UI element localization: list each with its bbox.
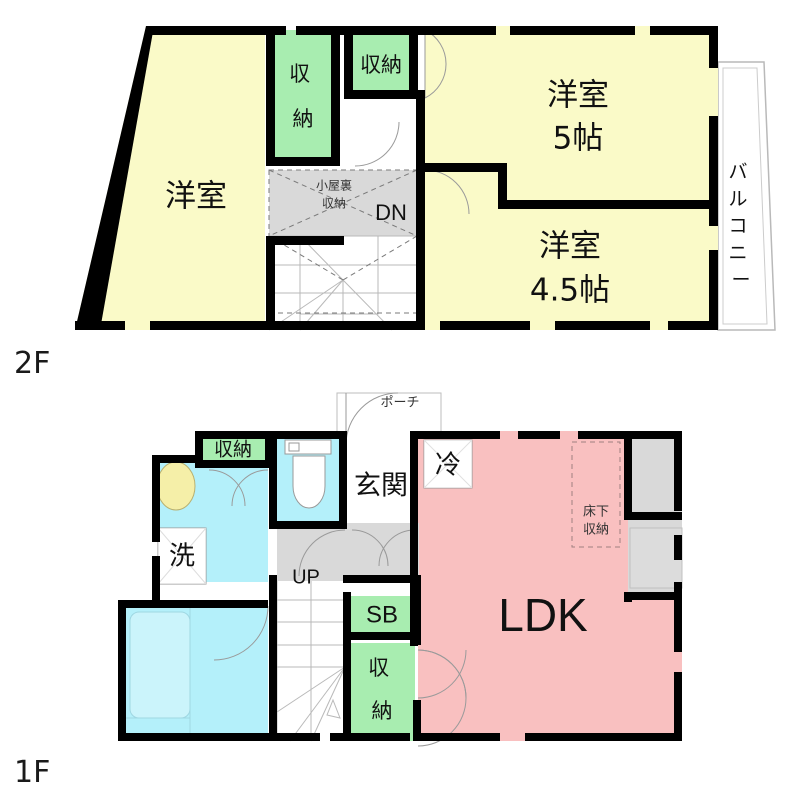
entrance-label: 玄関	[354, 471, 408, 502]
room-label-2f-left: 洋室	[165, 179, 227, 215]
balcony-label: バ ル コ ニ ー	[728, 161, 753, 291]
storage-label-2f-small: 収納	[360, 53, 402, 77]
fridge-1f: 冷	[423, 439, 473, 489]
balcony-2f: バ ル コ ニ ー	[717, 61, 776, 331]
storage-label-1f-hall: 収 納	[368, 656, 396, 723]
attic-storage-label-line1: 小屋裏	[316, 178, 352, 193]
toilet-fixture-1f	[284, 439, 332, 509]
underfloor-storage-line2: 収納	[583, 523, 609, 538]
door-arcs-1f	[208, 469, 467, 747]
stair-drawing-1f	[276, 581, 346, 742]
sink-1f	[156, 461, 196, 511]
floor-label-1f: 1F	[14, 755, 50, 790]
bathtub-1f	[129, 611, 191, 719]
storage-2f-small	[353, 30, 409, 98]
floor-1f-group: ポーチ 床下 収納 冷	[14, 392, 683, 790]
storage-label-1f-hall-char2: 納	[372, 699, 393, 723]
porch-label: ポーチ	[380, 396, 419, 411]
walls-2f	[75, 26, 718, 330]
floor-label-2f: 2F	[14, 346, 50, 381]
ldk-label: LDK	[498, 589, 588, 641]
washing-machine-1f: 洗	[157, 527, 207, 585]
storage-label-2f-tall: 収 納	[289, 62, 317, 131]
kitchen-counter-inner	[629, 527, 683, 589]
fridge-label: 冷	[435, 451, 461, 481]
walls-1f	[118, 431, 682, 741]
room-size-2f-45jo: 4.5帖	[530, 273, 610, 309]
attic-storage-label-line2: 収納	[322, 197, 346, 211]
shoebox-label: SB	[366, 601, 398, 628]
washroom-label: 洗	[169, 542, 195, 572]
storage-label-1f-hall-char1: 収	[368, 656, 389, 680]
underfloor-storage-line1: 床下	[583, 505, 609, 520]
entrance-fill	[345, 440, 417, 530]
stair-up-marker-1f: UP	[292, 566, 320, 588]
room-label-2f-45jo: 洋室	[539, 229, 601, 265]
shoebox-1f	[349, 596, 415, 636]
storage-1f-hall	[349, 643, 415, 741]
storage-label-2f-tall-char1: 収	[289, 62, 310, 86]
room-label-2f-5jo: 洋室	[547, 78, 609, 114]
room-2f-left-yoshitsu-fill	[75, 26, 265, 330]
room-size-2f-5jo: 5帖	[553, 121, 604, 157]
floor-2f-group: バ ル コ ニ ー	[14, 26, 776, 381]
storage-label-1f-washroom: 収納	[214, 439, 252, 461]
stair-down-marker-2f: DN	[375, 200, 407, 225]
attic-storage-2f	[268, 169, 418, 237]
ldk-fill-right	[627, 600, 682, 741]
hall-gray-1f	[277, 523, 419, 581]
storage-2f-tall	[275, 30, 331, 162]
storage-label-2f-tall-char2: 納	[293, 107, 314, 131]
underfloor-storage-1f: 床下 収納	[571, 441, 621, 548]
